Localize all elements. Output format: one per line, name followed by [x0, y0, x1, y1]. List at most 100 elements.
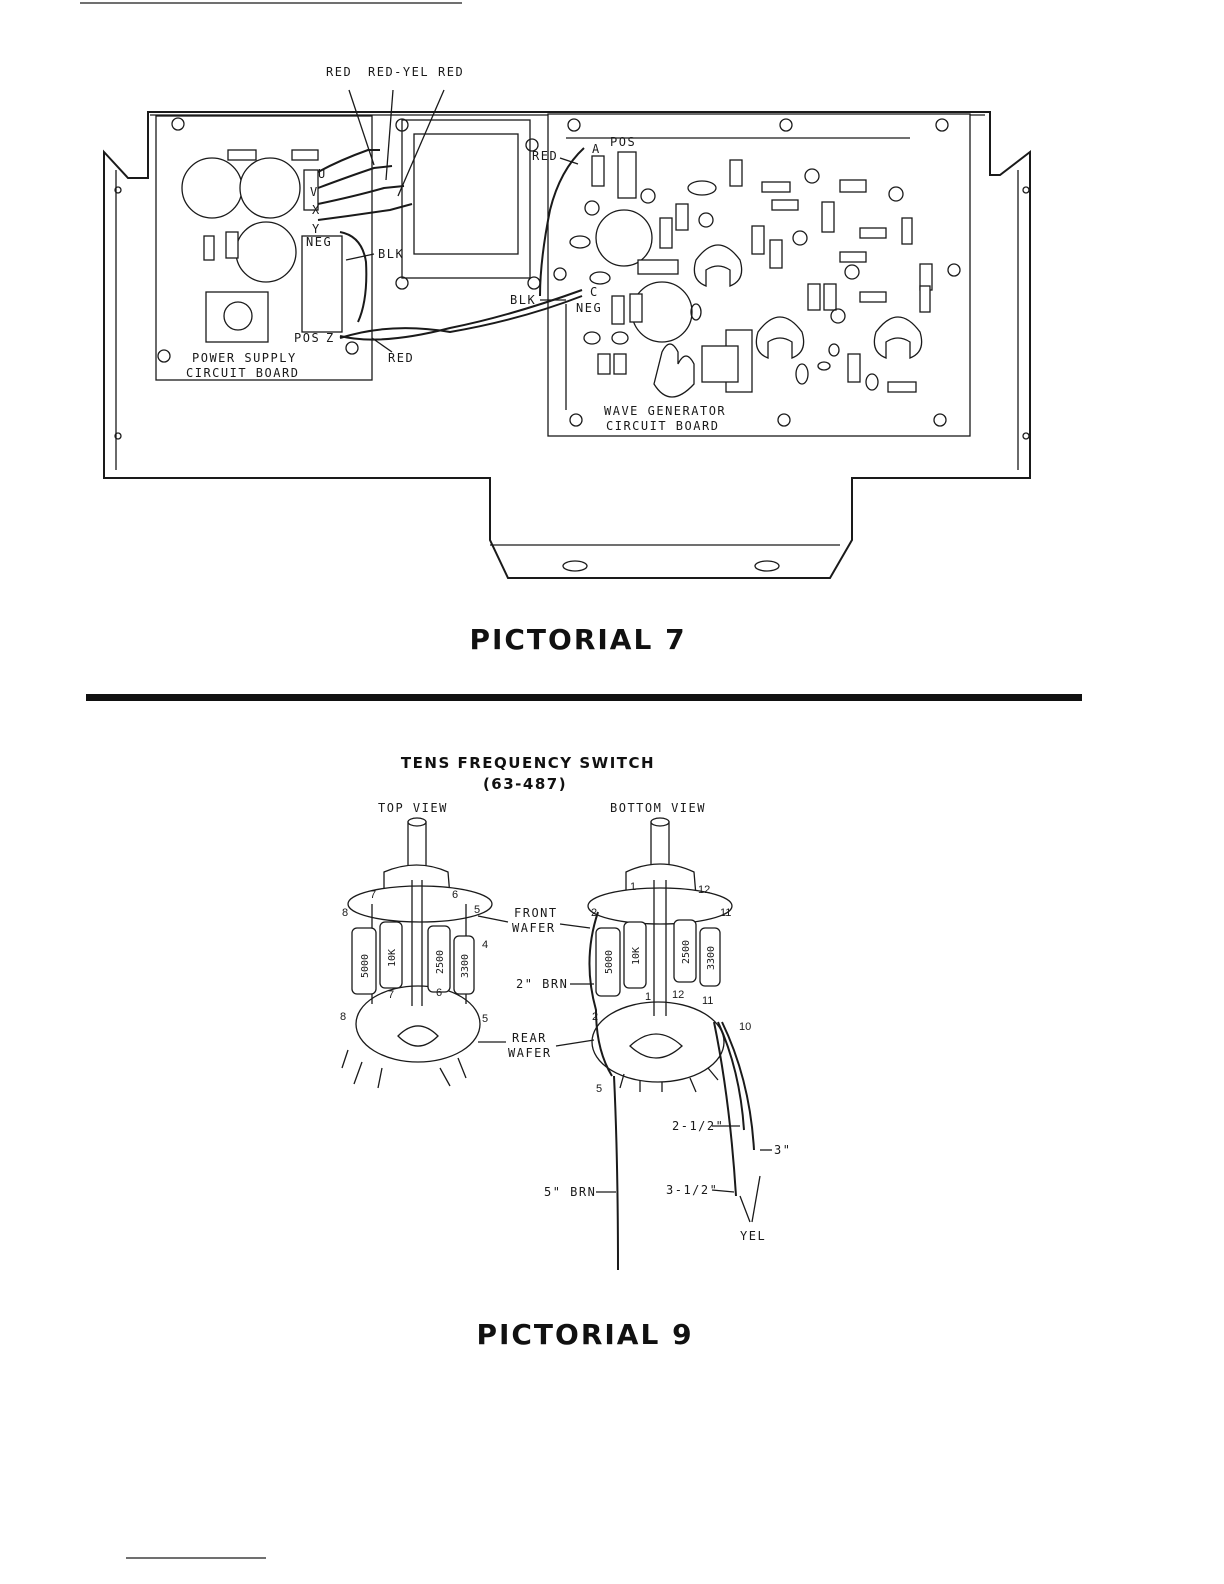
resistor-icon [823, 283, 837, 311]
wire-yellow-3 [721, 1021, 755, 1151]
lug-7: 7 [370, 889, 376, 901]
terminal-u: U [318, 167, 327, 181]
potentiometer-icon [873, 316, 923, 359]
front-wafer-top [347, 885, 493, 923]
resistor-value-3300-top: 3300 [460, 954, 471, 978]
resistor-icon [227, 149, 257, 161]
pictorial-9-title: PICTORIAL 9 [476, 1318, 693, 1351]
transistor-icon [830, 308, 846, 324]
resistor-icon [839, 251, 867, 263]
resistor-5000-bottom [595, 927, 621, 997]
resistor-icon [611, 295, 625, 325]
resistor-value-5000-top: 5000 [360, 954, 371, 978]
resistor-icon [919, 285, 931, 313]
label-red-2: RED [438, 65, 464, 79]
lug-12-rear: 12 [672, 989, 684, 1001]
regulator-hole [223, 301, 253, 331]
side-hole-2 [114, 432, 122, 440]
label-blk-right: BLK [510, 293, 536, 307]
wire-v [317, 165, 393, 189]
power-supply-label-2: CIRCUIT BOARD [186, 366, 299, 380]
resistor-icon [807, 283, 821, 311]
capacitor-icon [583, 331, 601, 345]
nut-icon [395, 118, 409, 132]
terminal-a: A [592, 142, 601, 156]
regulator-block [205, 291, 269, 343]
screw-icon [777, 413, 791, 427]
pictorial-7-diagram: RED RED-YEL RED RED BLK BLK RED U V X Y … [103, 65, 1031, 579]
diode-icon [839, 179, 867, 193]
bottom-view-label: BOTTOM VIEW [610, 801, 706, 815]
top-view-label: TOP VIEW [378, 801, 448, 815]
screw-icon [933, 413, 947, 427]
resistor-icon [771, 199, 799, 211]
resistor-2500-bottom [673, 919, 697, 983]
wire-2in-brown-label: 2" BRN [516, 977, 568, 991]
leader-front-wafer-left [477, 915, 509, 923]
lug-8: 8 [342, 907, 348, 919]
lug-4: 4 [482, 939, 488, 951]
resistor-value-3300-bottom: 3300 [706, 946, 717, 970]
resistor-icon [659, 217, 673, 249]
diode-icon [821, 201, 835, 233]
screw-icon [947, 263, 961, 277]
lug-10: 10 [739, 1021, 751, 1033]
terminal-z: Z [326, 331, 335, 345]
resistor-value-5000-bottom: 5000 [604, 950, 615, 974]
capacitor-1 [181, 157, 243, 219]
rear-wafer-bottom [591, 1001, 725, 1083]
transistor-icon [698, 212, 714, 228]
leader-red-a [559, 157, 579, 165]
shaft-end [407, 817, 427, 827]
front-wafer-bottom [587, 887, 733, 925]
transistor-icon [687, 180, 717, 196]
terminal-pos-left: POS [294, 331, 320, 345]
resistor-icon [887, 381, 917, 393]
capacitor-icon [828, 343, 840, 357]
resistor-icon [859, 291, 887, 303]
screw-icon [345, 341, 359, 355]
side-hole-3 [1022, 186, 1030, 194]
screw-icon [569, 413, 583, 427]
potentiometer-icon [755, 316, 805, 359]
nut-icon [527, 276, 541, 290]
resistor-icon [729, 159, 743, 187]
transistor-icon [640, 188, 656, 204]
rear-wafer-label-1: REAR [512, 1031, 547, 1045]
resistor-icon [761, 181, 791, 193]
lug-11-rear: 11 [702, 995, 713, 1007]
terminal-c: C [590, 285, 599, 299]
capacitor-2 [239, 157, 301, 219]
capacitor-icon [569, 235, 591, 249]
lug-11: 11 [720, 907, 731, 919]
leader-red-2 [397, 89, 445, 197]
label-red-yel: RED-YEL [368, 65, 429, 79]
switch-part-number: (63-487) [483, 775, 567, 793]
capacitor-4 [595, 209, 653, 267]
leader-red-yel [385, 89, 394, 181]
mounting-hole-left [562, 560, 588, 572]
terminal-v: V [310, 185, 319, 199]
lug-1-rear: 1 [645, 991, 651, 1003]
rotor-cam [397, 1025, 439, 1047]
yellow-wire-label: YEL [740, 1229, 766, 1243]
wire-5in-brown-label: 5" BRN [544, 1185, 596, 1199]
capacitor-3 [235, 221, 297, 283]
wire-twisted-2 [339, 295, 583, 339]
resistor-10k-top [379, 921, 403, 989]
wire-a [539, 147, 585, 297]
length-3-label: 3" [774, 1143, 791, 1157]
power-supply-label-1: POWER SUPPLY [192, 351, 297, 365]
leader-3-5 [711, 1189, 735, 1193]
resistor-icon [859, 227, 887, 239]
capacitor-icon [611, 331, 629, 345]
lug-5: 5 [474, 904, 480, 916]
rear-wafer-top [355, 985, 481, 1063]
label-red-bottom: RED [388, 351, 414, 365]
lug-2: 2 [591, 907, 597, 919]
lug-6: 6 [452, 889, 458, 901]
solder-lugs [341, 1049, 467, 1089]
wire-x2 [317, 203, 413, 221]
screw-icon [567, 118, 581, 132]
lug-8-rear: 8 [340, 1011, 346, 1023]
